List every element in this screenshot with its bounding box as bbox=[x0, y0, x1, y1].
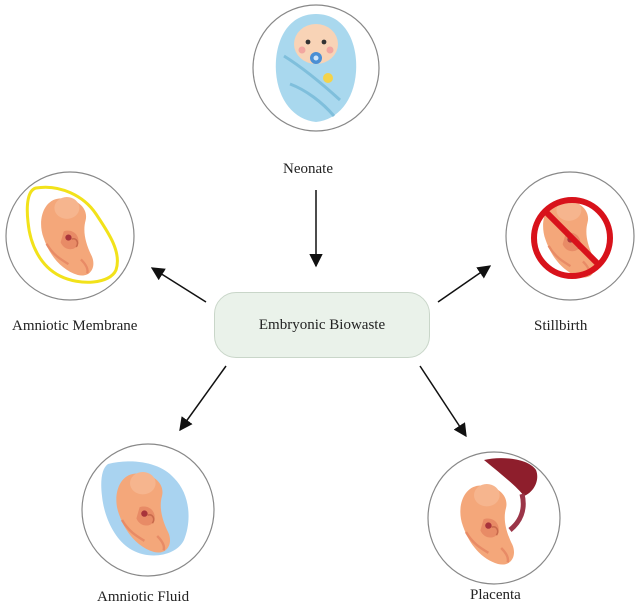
arrow-stillbirth bbox=[437, 265, 492, 303]
label-placenta: Placenta bbox=[470, 587, 521, 603]
stillbirth-node bbox=[505, 171, 635, 301]
fetus-membrane-icon bbox=[25, 185, 119, 284]
label-neonate: Neonate bbox=[283, 161, 333, 177]
arrow-amniotic-membrane bbox=[150, 267, 207, 303]
center-node: Embryonic Biowaste bbox=[214, 292, 430, 358]
swaddled-baby-icon bbox=[275, 14, 357, 122]
arrow-amniotic-fluid bbox=[179, 365, 227, 432]
center-label: Embryonic Biowaste bbox=[258, 316, 386, 333]
placenta-node bbox=[427, 451, 561, 585]
neonate-node bbox=[252, 4, 380, 132]
fetus-prohibited-icon bbox=[531, 197, 613, 279]
amniotic-fluid-node bbox=[81, 443, 215, 577]
label-amniotic-fluid: Amniotic Fluid bbox=[97, 589, 190, 605]
fetus-placenta-icon bbox=[459, 458, 538, 566]
fetus-fluid-icon bbox=[101, 461, 189, 556]
label-stillbirth: Stillbirth bbox=[534, 318, 588, 334]
amniotic-membrane-node bbox=[5, 171, 135, 301]
arrow-placenta bbox=[419, 365, 467, 438]
label-amniotic-membrane: Amniotic Membrane bbox=[12, 318, 138, 334]
